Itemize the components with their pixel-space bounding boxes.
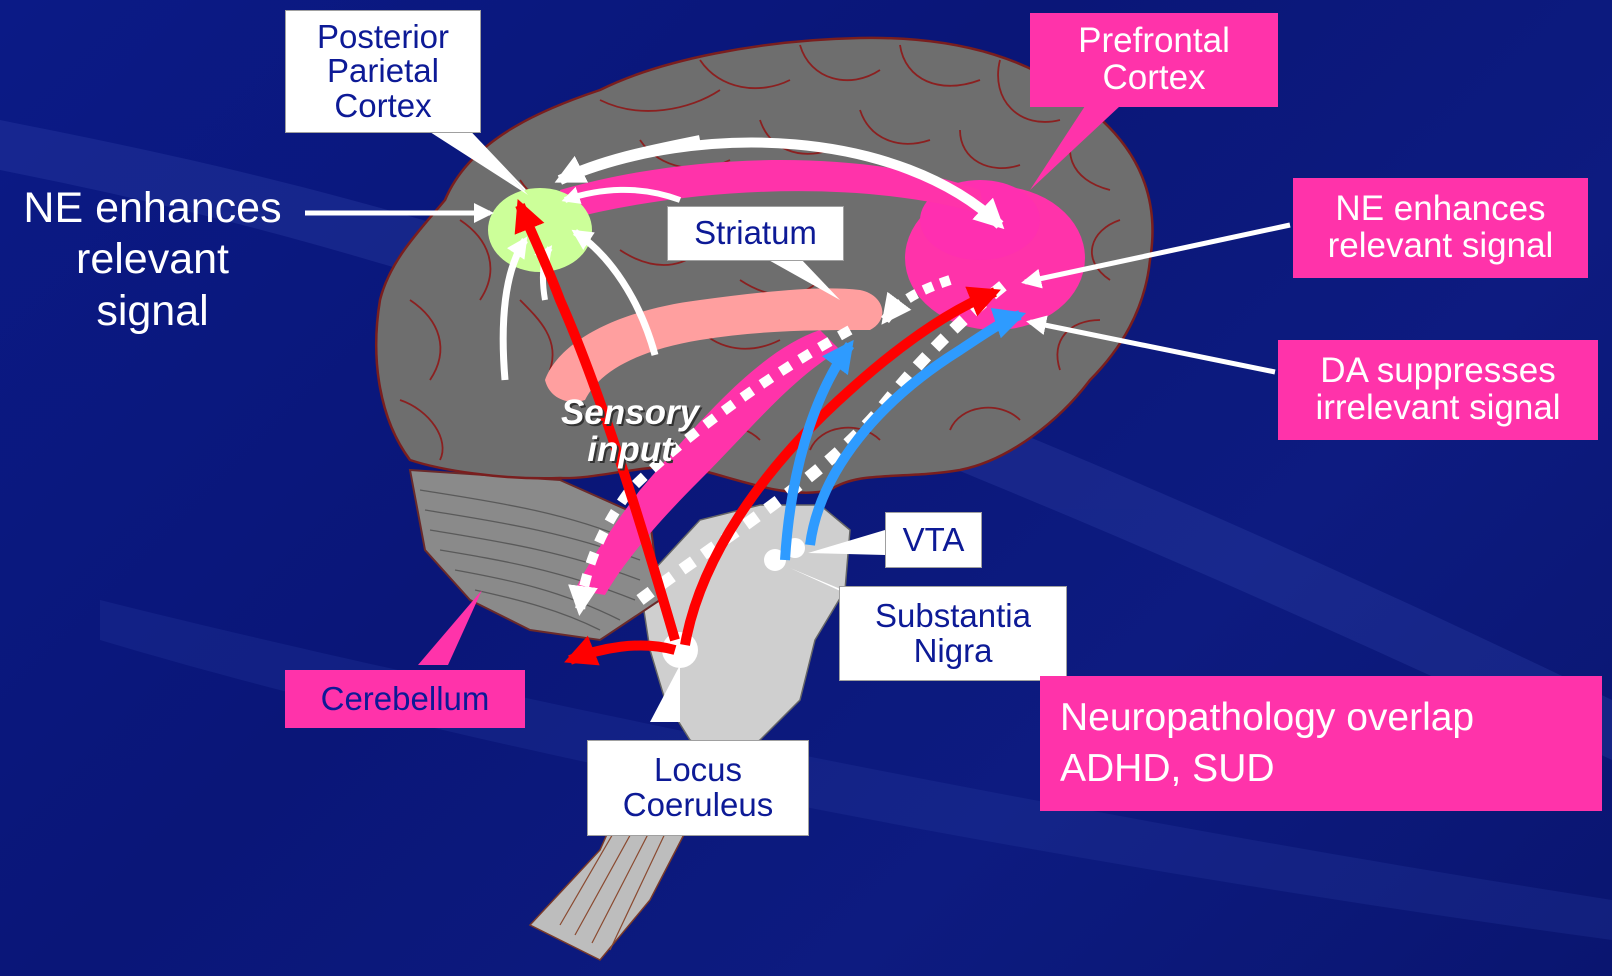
label-line: Locus bbox=[654, 753, 742, 788]
posterior-parietal-cortex-label: Posterior Parietal Cortex bbox=[285, 10, 481, 133]
prefrontal-cortex-label: Prefrontal Cortex bbox=[1030, 13, 1278, 107]
label-line: Nigra bbox=[914, 634, 993, 669]
label-line: Cerebellum bbox=[321, 682, 490, 717]
label-line: Coeruleus bbox=[623, 788, 773, 823]
label-line: Parietal bbox=[327, 54, 439, 89]
label-line: ADHD, SUD bbox=[1060, 744, 1275, 795]
label-line: Sensory bbox=[561, 395, 699, 432]
striatum-label: Striatum bbox=[667, 206, 844, 261]
locus-coeruleus-label: Locus Coeruleus bbox=[587, 740, 809, 836]
da-suppresses-label: DA suppresses irrelevant signal bbox=[1278, 340, 1598, 440]
label-line: Cortex bbox=[334, 89, 431, 124]
ne-enhances-left-label: NE enhances relevant signal bbox=[0, 180, 305, 340]
label-line: irrelevant signal bbox=[1315, 390, 1560, 427]
label-line: Prefrontal bbox=[1078, 23, 1230, 60]
cerebellum-label: Cerebellum bbox=[285, 670, 525, 728]
label-line: Substantia bbox=[875, 599, 1031, 634]
label-line: signal bbox=[96, 286, 208, 338]
sensory-input-label: Sensory input bbox=[535, 382, 725, 482]
vta-label: VTA bbox=[885, 512, 982, 568]
label-line: Cortex bbox=[1102, 60, 1205, 97]
label-line: relevant signal bbox=[1328, 228, 1554, 265]
label-line: VTA bbox=[903, 523, 965, 558]
label-line: NE enhances bbox=[23, 183, 281, 235]
substantia-nigra-label: Substantia Nigra bbox=[839, 586, 1067, 681]
label-line: Striatum bbox=[694, 216, 817, 251]
label-line: relevant bbox=[76, 234, 229, 286]
ne-enhances-right-label: NE enhances relevant signal bbox=[1293, 178, 1588, 278]
label-line: input bbox=[587, 432, 673, 469]
label-line: DA suppresses bbox=[1320, 353, 1555, 390]
label-line: Neuropathology overlap bbox=[1060, 693, 1474, 744]
label-line: Posterior bbox=[317, 20, 449, 55]
neuropathology-overlap-label: Neuropathology overlap ADHD, SUD bbox=[1040, 676, 1602, 811]
label-line: NE enhances bbox=[1335, 191, 1545, 228]
